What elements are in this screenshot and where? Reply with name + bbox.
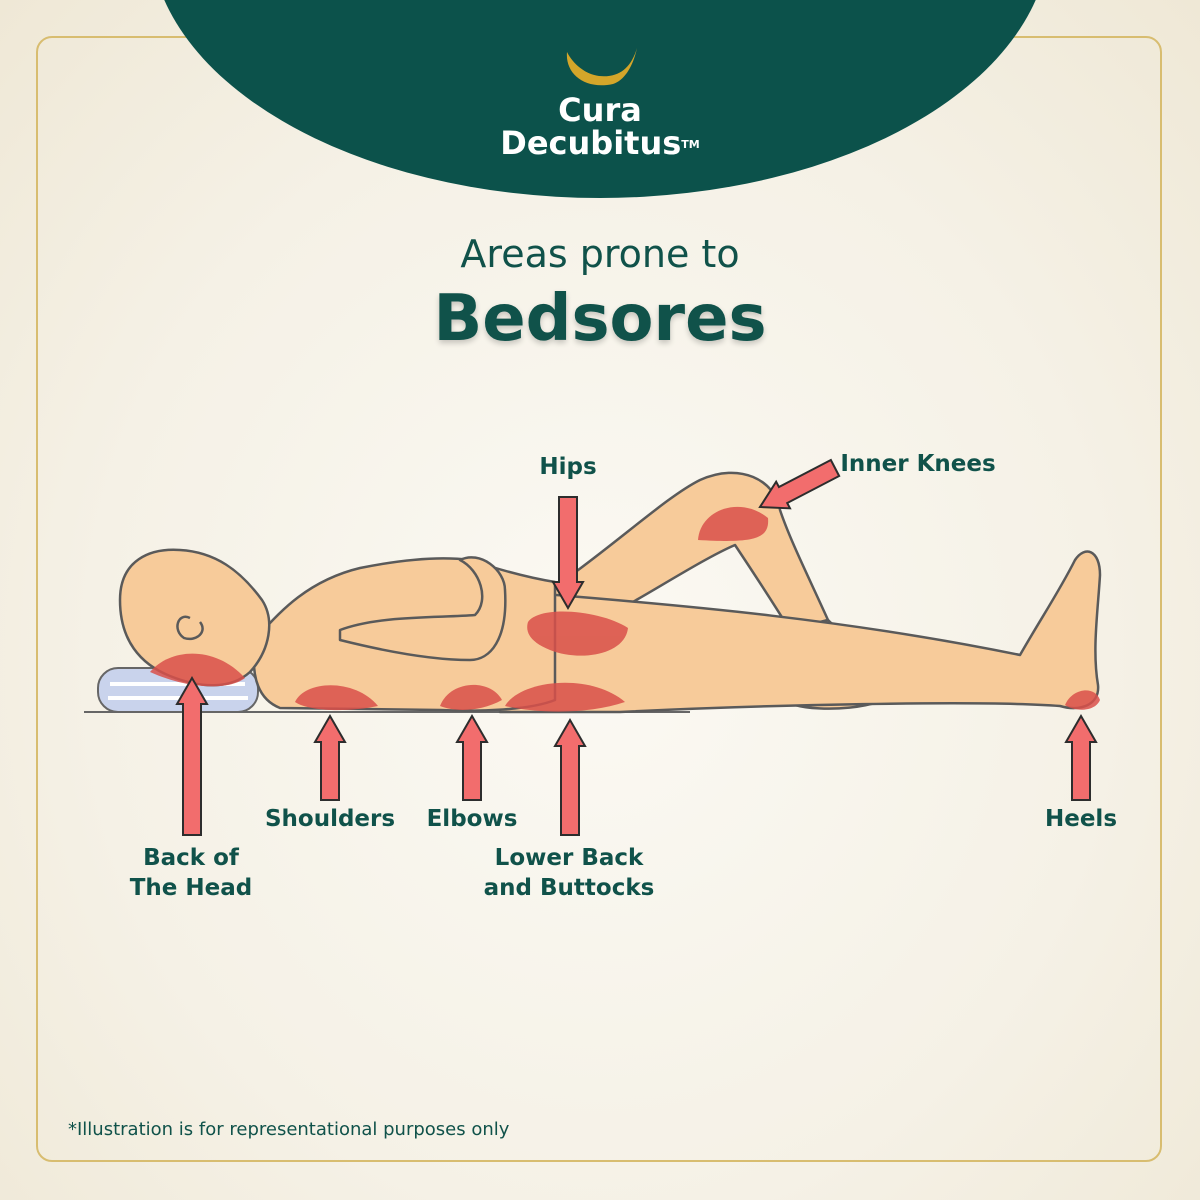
arrow-back-of-head-icon: [175, 675, 209, 836]
label-line: and Buttocks: [483, 875, 655, 901]
label-lower-back: Lower Back and Buttocks: [484, 843, 655, 903]
subtitle: Areas prone to: [460, 232, 740, 276]
sore-hips: [527, 611, 628, 656]
brand-line1: Cura: [558, 91, 642, 129]
arrow-hips-icon: [551, 496, 585, 611]
brand-line2: Decubitus: [500, 124, 682, 162]
arrow-elbows-icon: [455, 713, 489, 801]
arrow-heels-icon: [1064, 713, 1098, 801]
body: [118, 471, 1102, 714]
sore-lower-back: [505, 682, 625, 712]
label-line: Back of: [143, 845, 239, 871]
feather-icon: [566, 48, 637, 86]
arrow-lower-back-icon: [553, 717, 587, 836]
label-inner-knees: Inner Knees: [840, 451, 996, 477]
label-heels: Heels: [1044, 806, 1118, 832]
footnote: *Illustration is for representational pu…: [68, 1119, 510, 1140]
label-hips: Hips: [539, 454, 597, 480]
brand-logo: Cura DecubitusTM: [0, 44, 1200, 160]
label-shoulders: Shoulders: [264, 806, 396, 832]
trademark: TM: [681, 138, 700, 151]
page-title: Bedsores: [433, 282, 767, 356]
arrow-inner-knees-icon: [758, 458, 841, 510]
arrows: [175, 458, 1098, 836]
label-line: Lower Back: [494, 845, 644, 871]
sore-elbows: [440, 684, 502, 710]
sore-inner-knees: [698, 506, 769, 541]
sore-heels: [1065, 690, 1100, 710]
sore-head: [150, 653, 245, 687]
pressure-sores: [150, 506, 1100, 712]
sore-shoulders: [295, 685, 378, 711]
label-line: The Head: [129, 875, 253, 901]
label-elbows: Elbows: [426, 806, 518, 832]
arrow-shoulders-icon: [313, 713, 347, 801]
label-back-of-head: Back of The Head: [130, 843, 253, 903]
